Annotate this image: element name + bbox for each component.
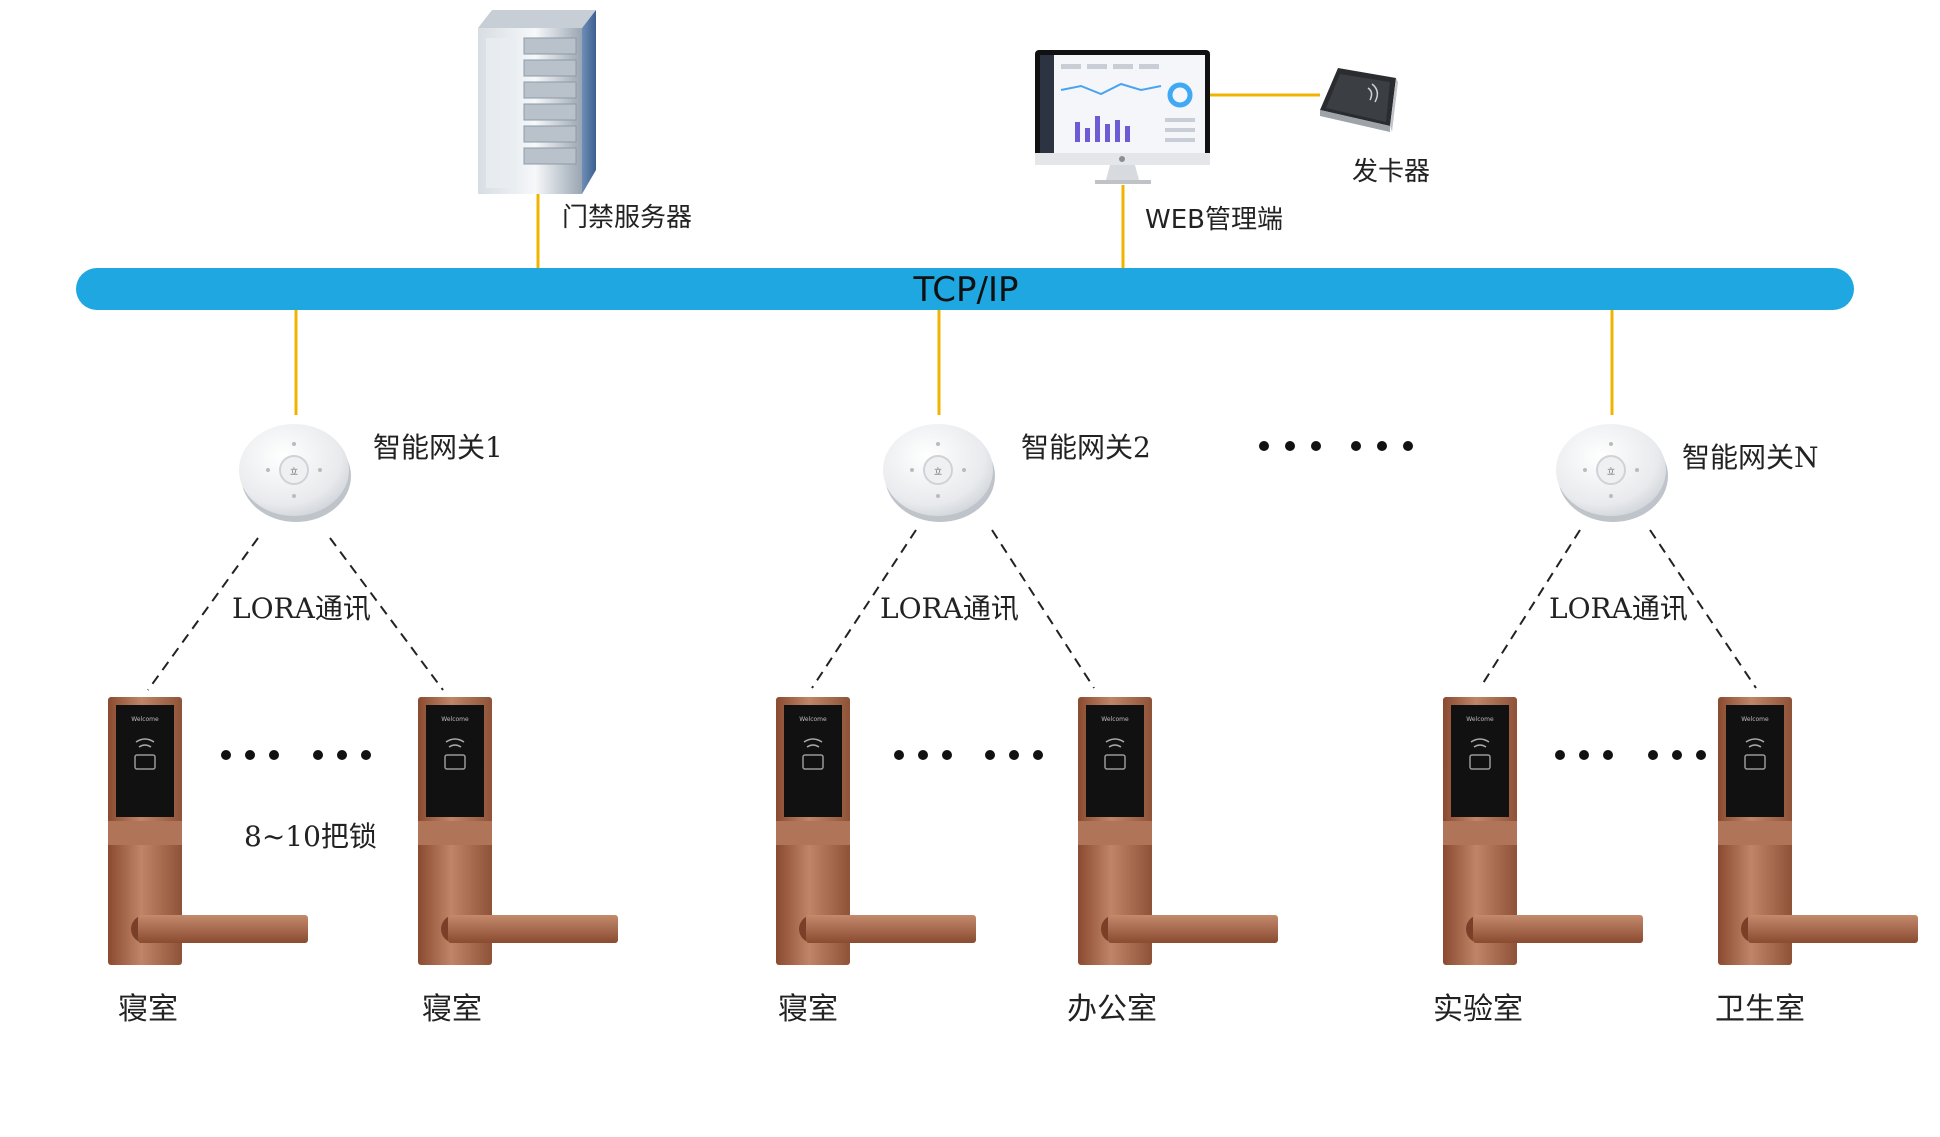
lock-screen-text: Welcome	[1101, 716, 1129, 723]
room-label: 寝室	[422, 992, 482, 1027]
gateway-1: 立 智能网关1 LORA通讯	[232, 424, 503, 625]
web-label: WEB管理端	[1145, 205, 1283, 235]
lock-screen-text: Welcome	[1466, 716, 1494, 723]
lock-screen-text: Welcome	[131, 716, 159, 723]
svg-text:立: 立	[1607, 466, 1615, 476]
door-lock-2: Welcome	[418, 697, 618, 965]
door-lock-3: Welcome	[776, 697, 976, 965]
server-icon	[478, 10, 596, 194]
room-label: 办公室	[1067, 992, 1157, 1027]
door-lock-6: Welcome	[1718, 697, 1918, 965]
gateway-icon: 立	[239, 424, 351, 522]
svg-text:立: 立	[934, 466, 942, 476]
web-monitor-icon	[1035, 50, 1210, 184]
door-locks: Welcome Welcome Welcome	[108, 697, 1918, 965]
gateway-icon: 立	[883, 424, 995, 522]
room-label: 实验室	[1433, 992, 1523, 1027]
room-label: 卫生室	[1715, 992, 1805, 1027]
lock-ellipsis	[221, 750, 1706, 760]
room-label: 寝室	[118, 992, 178, 1027]
room-label: 寝室	[778, 992, 838, 1027]
card-issuer-icon	[1320, 68, 1398, 132]
gateway-label: 智能网关2	[1021, 431, 1151, 464]
gateway-icon: 立	[1556, 424, 1668, 522]
gateway-ellipsis	[1259, 441, 1413, 451]
comm-label: LORA通讯	[1549, 592, 1688, 625]
card-issuer-label: 发卡器	[1352, 157, 1430, 187]
bus-label: TCP/IP	[912, 270, 1018, 310]
gateway-label: 智能网关N	[1682, 441, 1819, 474]
lock-screen-text: Welcome	[799, 716, 827, 723]
comm-label: LORA通讯	[232, 592, 371, 625]
gateway-2: 立 智能网关2 LORA通讯	[880, 424, 1151, 625]
door-lock-5: Welcome	[1443, 697, 1643, 965]
tcp-ip-bus: TCP/IP	[76, 268, 1854, 310]
lora-links	[147, 529, 1757, 691]
link-lines	[294, 93, 1614, 415]
svg-text:立: 立	[290, 466, 298, 476]
door-lock-1: Welcome	[108, 697, 308, 965]
lock-screen-text: Welcome	[1741, 716, 1769, 723]
comm-label: LORA通讯	[880, 592, 1019, 625]
room-labels: 寝室 寝室 寝室 办公室 实验室 卫生室	[118, 992, 1805, 1027]
lock-screen-text: Welcome	[441, 716, 469, 723]
door-lock-4: Welcome	[1078, 697, 1278, 965]
server-label: 门禁服务器	[562, 203, 692, 233]
gateway-n: 立 智能网关N LORA通讯	[1549, 424, 1819, 625]
gateway-label: 智能网关1	[373, 431, 503, 464]
lock-count-label: 8~10把锁	[244, 820, 377, 853]
